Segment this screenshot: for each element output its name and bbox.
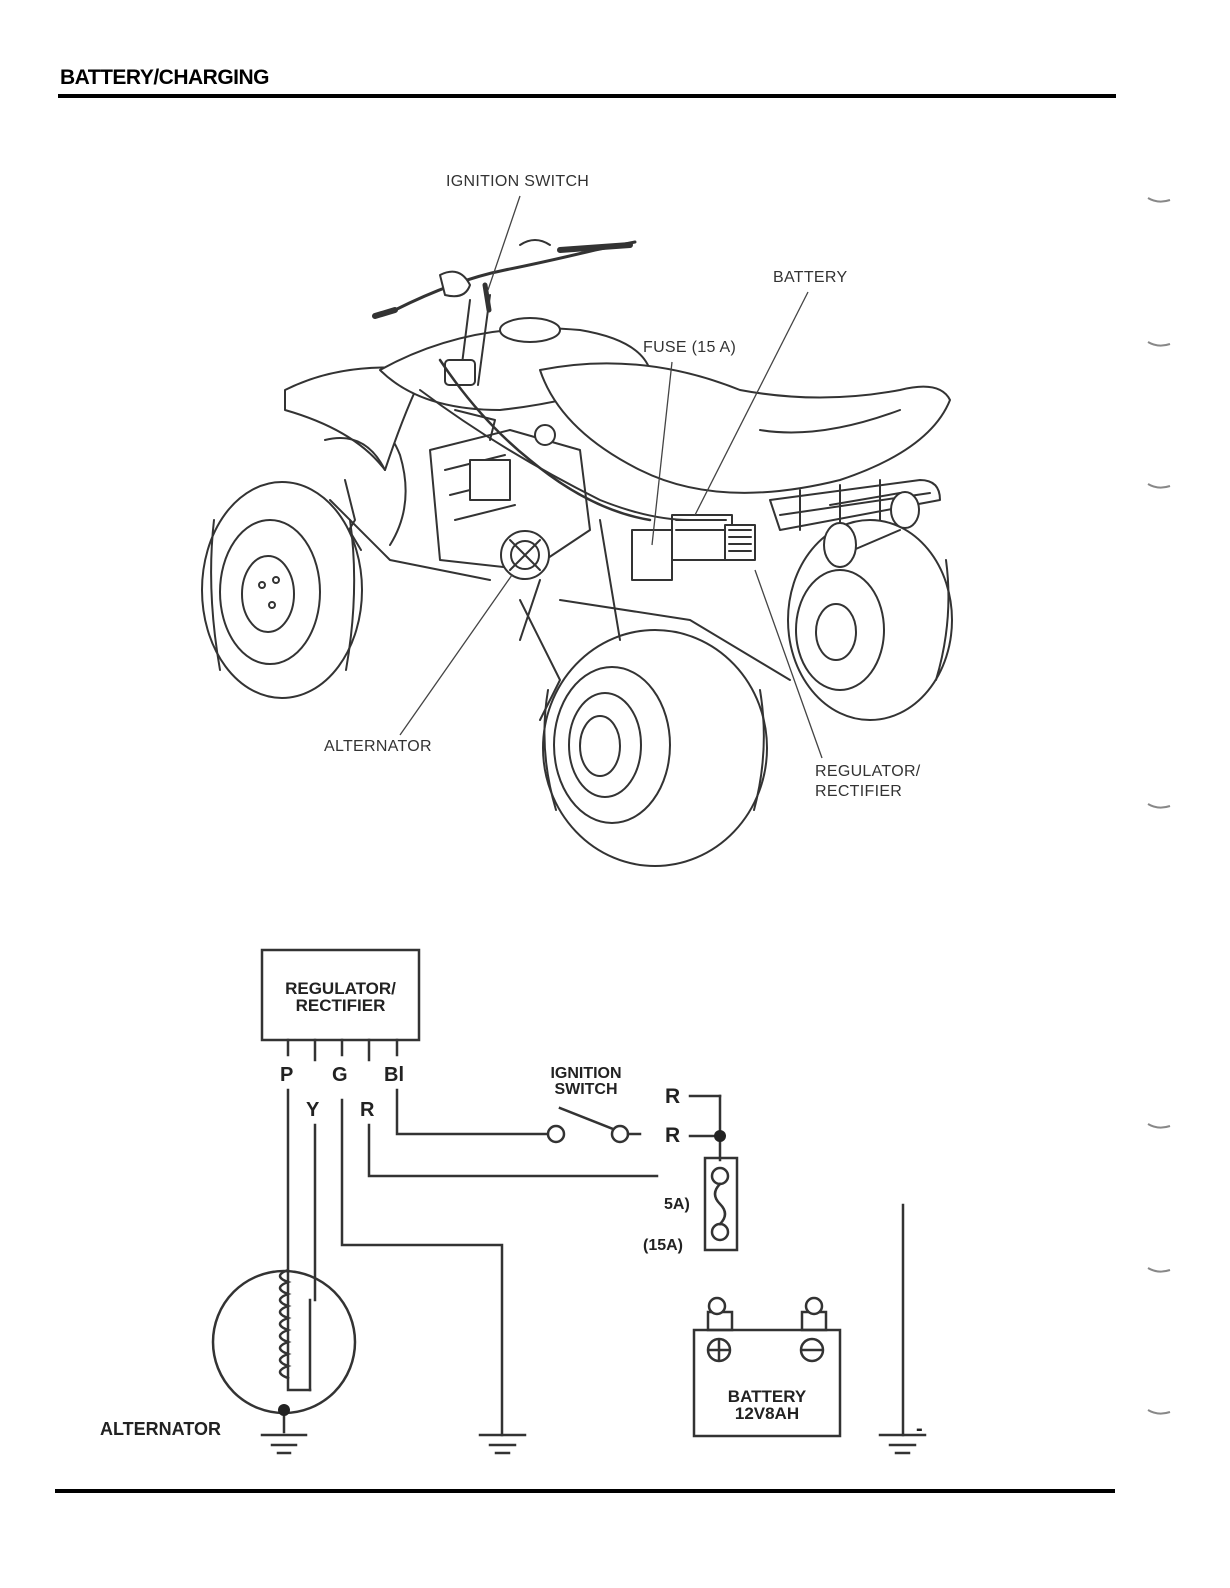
bottom-rule	[55, 1489, 1115, 1493]
regulator-box	[260, 948, 421, 1042]
fuse-element	[713, 1182, 727, 1226]
switch-lever	[558, 1106, 615, 1131]
wire-label-g: G	[332, 1064, 348, 1086]
margin-tick	[1147, 803, 1171, 809]
callout-regulator: REGULATOR/ RECTIFIER	[815, 762, 921, 802]
rear-right-wheel	[787, 519, 953, 721]
alternator-coil	[278, 1268, 292, 1380]
regulator-box-line1: REGULATOR/	[285, 979, 396, 998]
alternator-junction-dot	[278, 1404, 290, 1416]
wire-r	[367, 1123, 659, 1178]
callout-fuse: FUSE (15 A)	[643, 339, 737, 356]
callout-regulator-line2: RECTIFIER	[815, 783, 903, 800]
fuse-label-partial: 5A)	[664, 1196, 690, 1213]
regulator-box-label: REGULATOR/ RECTIFIER	[262, 980, 419, 1014]
wire-label-p: P	[280, 1064, 294, 1086]
alternator-part	[500, 530, 550, 580]
battery-label-line2: 12V8AH	[734, 1404, 800, 1423]
junction-dot	[714, 1130, 726, 1142]
front-left-wheel	[201, 481, 363, 699]
connector-label-r-top: R	[665, 1085, 681, 1108]
rear-left-wheel	[542, 629, 768, 867]
wire-p	[286, 1088, 312, 1392]
schematic-alternator-label: ALTERNATOR	[100, 1419, 221, 1439]
battery-symbol	[692, 1328, 842, 1438]
ignition-switch-line2: SWITCH	[554, 1081, 618, 1098]
callout-regulator-line1: REGULATOR/	[815, 763, 921, 780]
wire-g	[340, 1098, 504, 1437]
margin-tick	[1147, 483, 1171, 489]
top-rule	[58, 94, 1116, 98]
atv-illustration	[201, 195, 953, 867]
margin-tick	[1147, 341, 1171, 347]
margin-tick	[1147, 1267, 1171, 1273]
wire-bl	[395, 1088, 550, 1136]
wire-label-y: Y	[306, 1099, 320, 1121]
fuse-label-full: (15A)	[643, 1237, 684, 1254]
margin-tick	[1147, 1123, 1171, 1129]
wire-label-bl: Bl	[384, 1064, 404, 1086]
ignition-switch-line1: IGNITION	[550, 1065, 622, 1082]
switch-contact-left	[546, 1124, 566, 1144]
fuse-box	[703, 1156, 739, 1252]
leader-lines	[399, 195, 823, 759]
battery-minus-mark: -	[916, 1418, 923, 1440]
margin-tick	[1147, 1409, 1171, 1415]
callout-battery: BATTERY	[773, 269, 848, 286]
battery-label-line1: BATTERY	[727, 1387, 807, 1406]
regulator-box-line2: RECTIFIER	[295, 996, 386, 1015]
battery-label: BATTERY 12V8AH	[694, 1388, 840, 1422]
margin-tick	[1147, 197, 1171, 203]
page-title: BATTERY/CHARGING	[60, 66, 270, 89]
connector-label-r-mid: R	[665, 1124, 681, 1147]
wire-label-r: R	[360, 1099, 375, 1121]
ignition-switch-label: IGNITION SWITCH	[536, 1066, 636, 1098]
callout-alternator: ALTERNATOR	[324, 738, 432, 755]
callout-ignition-switch: IGNITION SWITCH	[446, 173, 590, 190]
